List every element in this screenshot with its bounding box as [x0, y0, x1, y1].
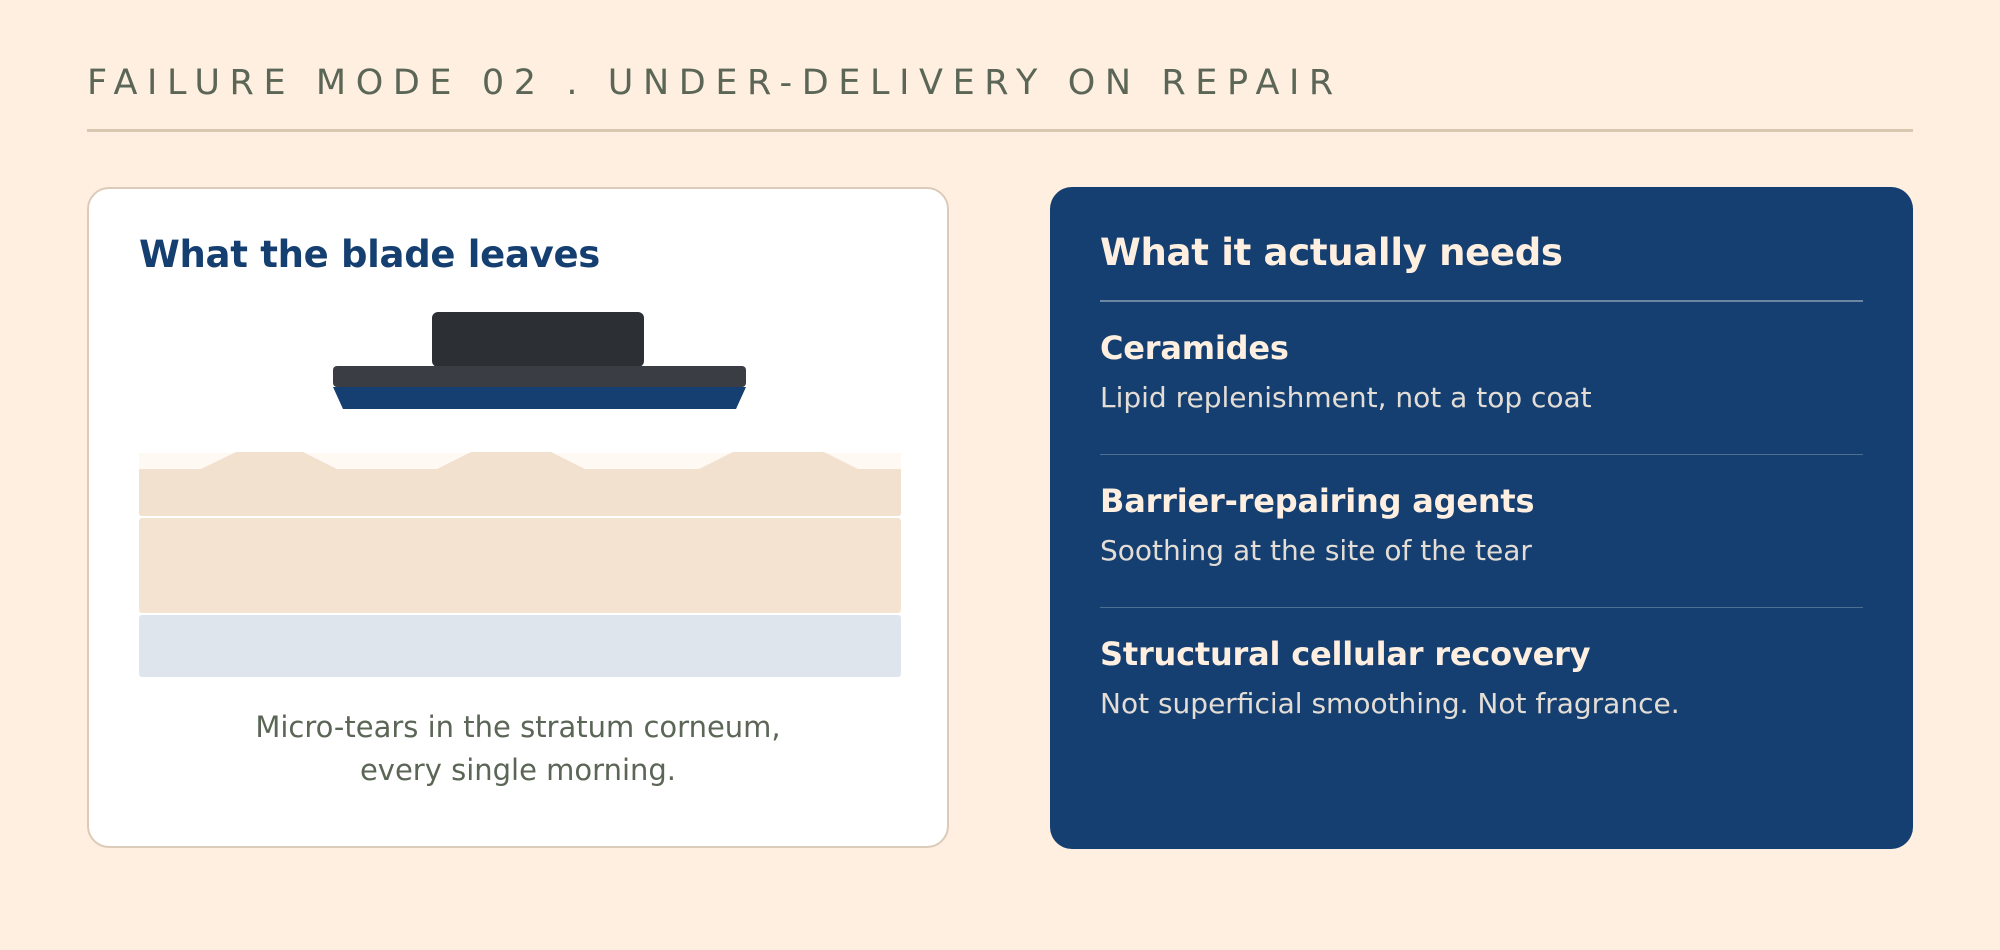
stratum-corneum-layer [139, 452, 901, 516]
need-name: Barrier-repairing agents [1100, 482, 1535, 520]
need-divider [1100, 607, 1863, 608]
need-item: Ceramides Lipid replenishment, not a top… [1100, 302, 1863, 455]
razor-handle [432, 312, 644, 367]
need-description: Not superficial smoothing. Not fragrance… [1100, 687, 1680, 720]
repair-needs-card: What it actually needs Ceramides Lipid r… [1050, 187, 1913, 849]
need-description: Lipid replenishment, not a top coat [1100, 381, 1592, 414]
razor-head [333, 366, 746, 387]
blade-caption: Micro-tears in the stratum corneum, ever… [89, 706, 947, 792]
blade-damage-card: What the blade leaves Micro-tears in the… [87, 187, 949, 848]
blade-card-title: What the blade leaves [139, 233, 600, 276]
needs-card-title: What it actually needs [1100, 231, 1563, 274]
epidermis-layer [139, 518, 901, 613]
caption-line-2: every single morning. [359, 753, 677, 787]
need-description: Soothing at the site of the tear [1100, 534, 1532, 567]
need-item: Barrier-repairing agents Soothing at the… [1100, 455, 1863, 608]
need-name: Structural cellular recovery [1100, 635, 1591, 673]
needs-title-divider [1100, 300, 1863, 302]
dermis-layer [139, 615, 901, 677]
need-divider [1100, 454, 1863, 455]
need-item: Structural cellular recovery Not superfi… [1100, 608, 1863, 761]
section-eyebrow: FAILURE MODE 02 . UNDER-DELIVERY ON REPA… [87, 63, 1343, 103]
caption-line-1: Micro-tears in the stratum corneum, [255, 710, 781, 744]
need-name: Ceramides [1100, 329, 1289, 367]
razor-blade [333, 387, 746, 409]
header-divider [87, 129, 1913, 132]
skin-diagram [139, 312, 901, 677]
